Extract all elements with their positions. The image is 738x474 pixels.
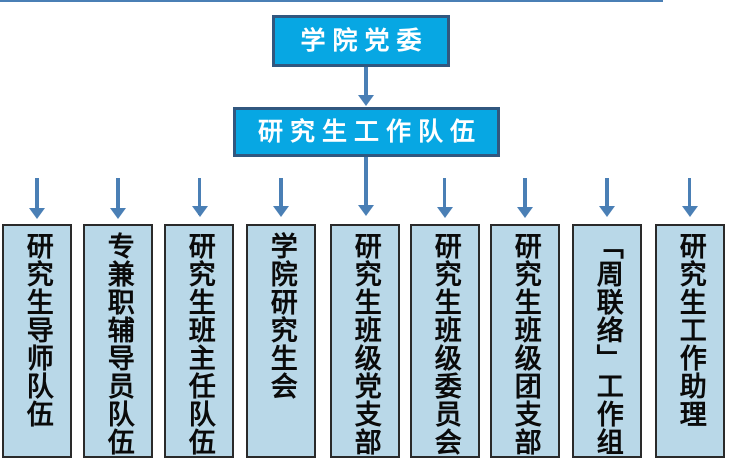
- node-leaf-label-5: 研究生班级党支部: [350, 232, 381, 456]
- arrowhead-drop-2: [110, 208, 126, 219]
- node-leaf-counselor-team[interactable]: 专兼职辅导员队伍: [83, 224, 153, 458]
- arrowhead-drop-9: [682, 206, 698, 217]
- connector-drop-2: [116, 178, 120, 210]
- node-leaf-class-party-branch[interactable]: 研究生班级党支部: [330, 224, 400, 458]
- node-leaf-label-9: 研究生工作助理: [675, 232, 706, 428]
- connector-party-to-workteam: [364, 67, 368, 97]
- arrowhead-drop-3: [192, 206, 208, 217]
- node-leaf-label-4: 学院研究生会: [266, 232, 297, 400]
- node-leaf-weekly-contact-group[interactable]: 「周联络」工作组: [572, 224, 642, 458]
- connector-drop-4: [279, 178, 283, 214]
- node-leaf-label-3: 研究生班主任队伍: [184, 232, 215, 456]
- node-college-party-committee-label: 学院党委: [300, 27, 429, 55]
- node-college-party-committee[interactable]: 学院党委: [272, 15, 450, 67]
- node-leaf-graduate-student-union[interactable]: 学院研究生会: [246, 224, 316, 458]
- node-graduate-work-team-label: 研究生工作队伍: [257, 118, 482, 146]
- node-leaf-graduate-advisor-team[interactable]: 研究生导师队伍: [2, 224, 72, 458]
- node-leaf-class-advisor-team[interactable]: 研究生班主任队伍: [164, 224, 234, 458]
- connector-drop-5: [364, 178, 368, 210]
- connector-drop-9: [688, 178, 691, 210]
- node-leaf-label-2: 专兼职辅导员队伍: [103, 232, 134, 456]
- connector-horizontal-bus: [0, 0, 663, 2]
- node-leaf-label-7: 研究生班级团支部: [510, 232, 541, 456]
- connector-drop-1: [35, 178, 39, 210]
- node-leaf-label-1: 研究生导师队伍: [22, 232, 53, 428]
- node-leaf-class-league-branch[interactable]: 研究生班级团支部: [490, 224, 560, 458]
- arrowhead-drop-7: [517, 207, 533, 218]
- arrowhead-drop-6: [437, 207, 453, 218]
- connector-drop-6: [443, 178, 446, 210]
- node-leaf-class-committee[interactable]: 研究生班级委员会: [410, 224, 480, 458]
- node-leaf-label-6: 研究生班级委员会: [430, 232, 461, 456]
- arrowhead-drop-1: [29, 208, 45, 219]
- arrowhead-drop-8: [599, 206, 615, 217]
- node-leaf-graduate-work-assistant[interactable]: 研究生工作助理: [655, 224, 725, 458]
- arrowhead-drop-5: [358, 205, 374, 216]
- arrowhead-party-to-workteam: [358, 95, 374, 106]
- connector-workteam-to-bus: [364, 157, 368, 179]
- arrowhead-drop-4: [273, 206, 289, 217]
- connector-drop-7: [523, 178, 527, 213]
- node-graduate-work-team[interactable]: 研究生工作队伍: [233, 107, 500, 157]
- node-leaf-label-8: 「周联络」工作组: [592, 232, 623, 456]
- connector-drop-8: [605, 178, 609, 210]
- connector-drop-3: [198, 178, 201, 215]
